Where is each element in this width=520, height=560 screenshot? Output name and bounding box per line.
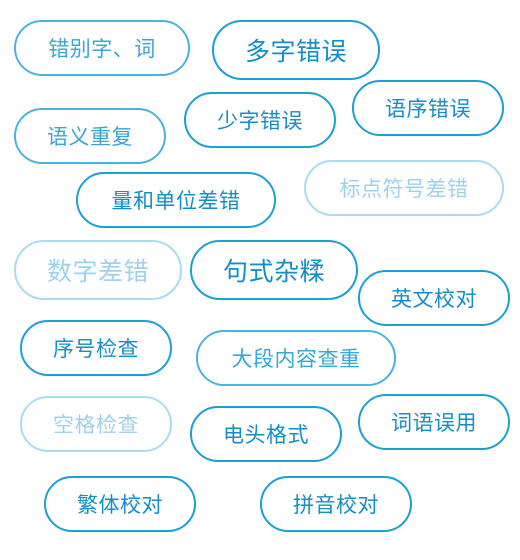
tag-english-proofreading[interactable]: 英文校对 <box>358 270 510 326</box>
tag-traditional-chinese[interactable]: 繁体校对 <box>44 476 196 532</box>
tag-missing-character[interactable]: 少字错误 <box>184 92 336 148</box>
tag-word-misuse[interactable]: 词语误用 <box>358 394 510 450</box>
tag-space-check[interactable]: 空格检查 <box>20 396 172 452</box>
tag-units-error[interactable]: 量和单位差错 <box>76 172 276 228</box>
tag-word-order[interactable]: 语序错误 <box>352 80 504 136</box>
tag-duplicate-content-check[interactable]: 大段内容查重 <box>196 330 396 386</box>
tag-extra-character[interactable]: 多字错误 <box>212 20 380 80</box>
tag-sequence-check[interactable]: 序号检查 <box>20 320 172 376</box>
tag-mixed-syntax[interactable]: 句式杂糅 <box>190 240 358 300</box>
tag-typo[interactable]: 错别字、词 <box>14 20 190 76</box>
tag-pinyin-proofreading[interactable]: 拼音校对 <box>260 476 412 532</box>
tag-dateline-format[interactable]: 电头格式 <box>190 406 342 462</box>
tag-number-error[interactable]: 数字差错 <box>14 240 182 300</box>
tag-semantic-repetition[interactable]: 语义重复 <box>14 108 166 164</box>
tag-punctuation-error[interactable]: 标点符号差错 <box>304 160 504 216</box>
